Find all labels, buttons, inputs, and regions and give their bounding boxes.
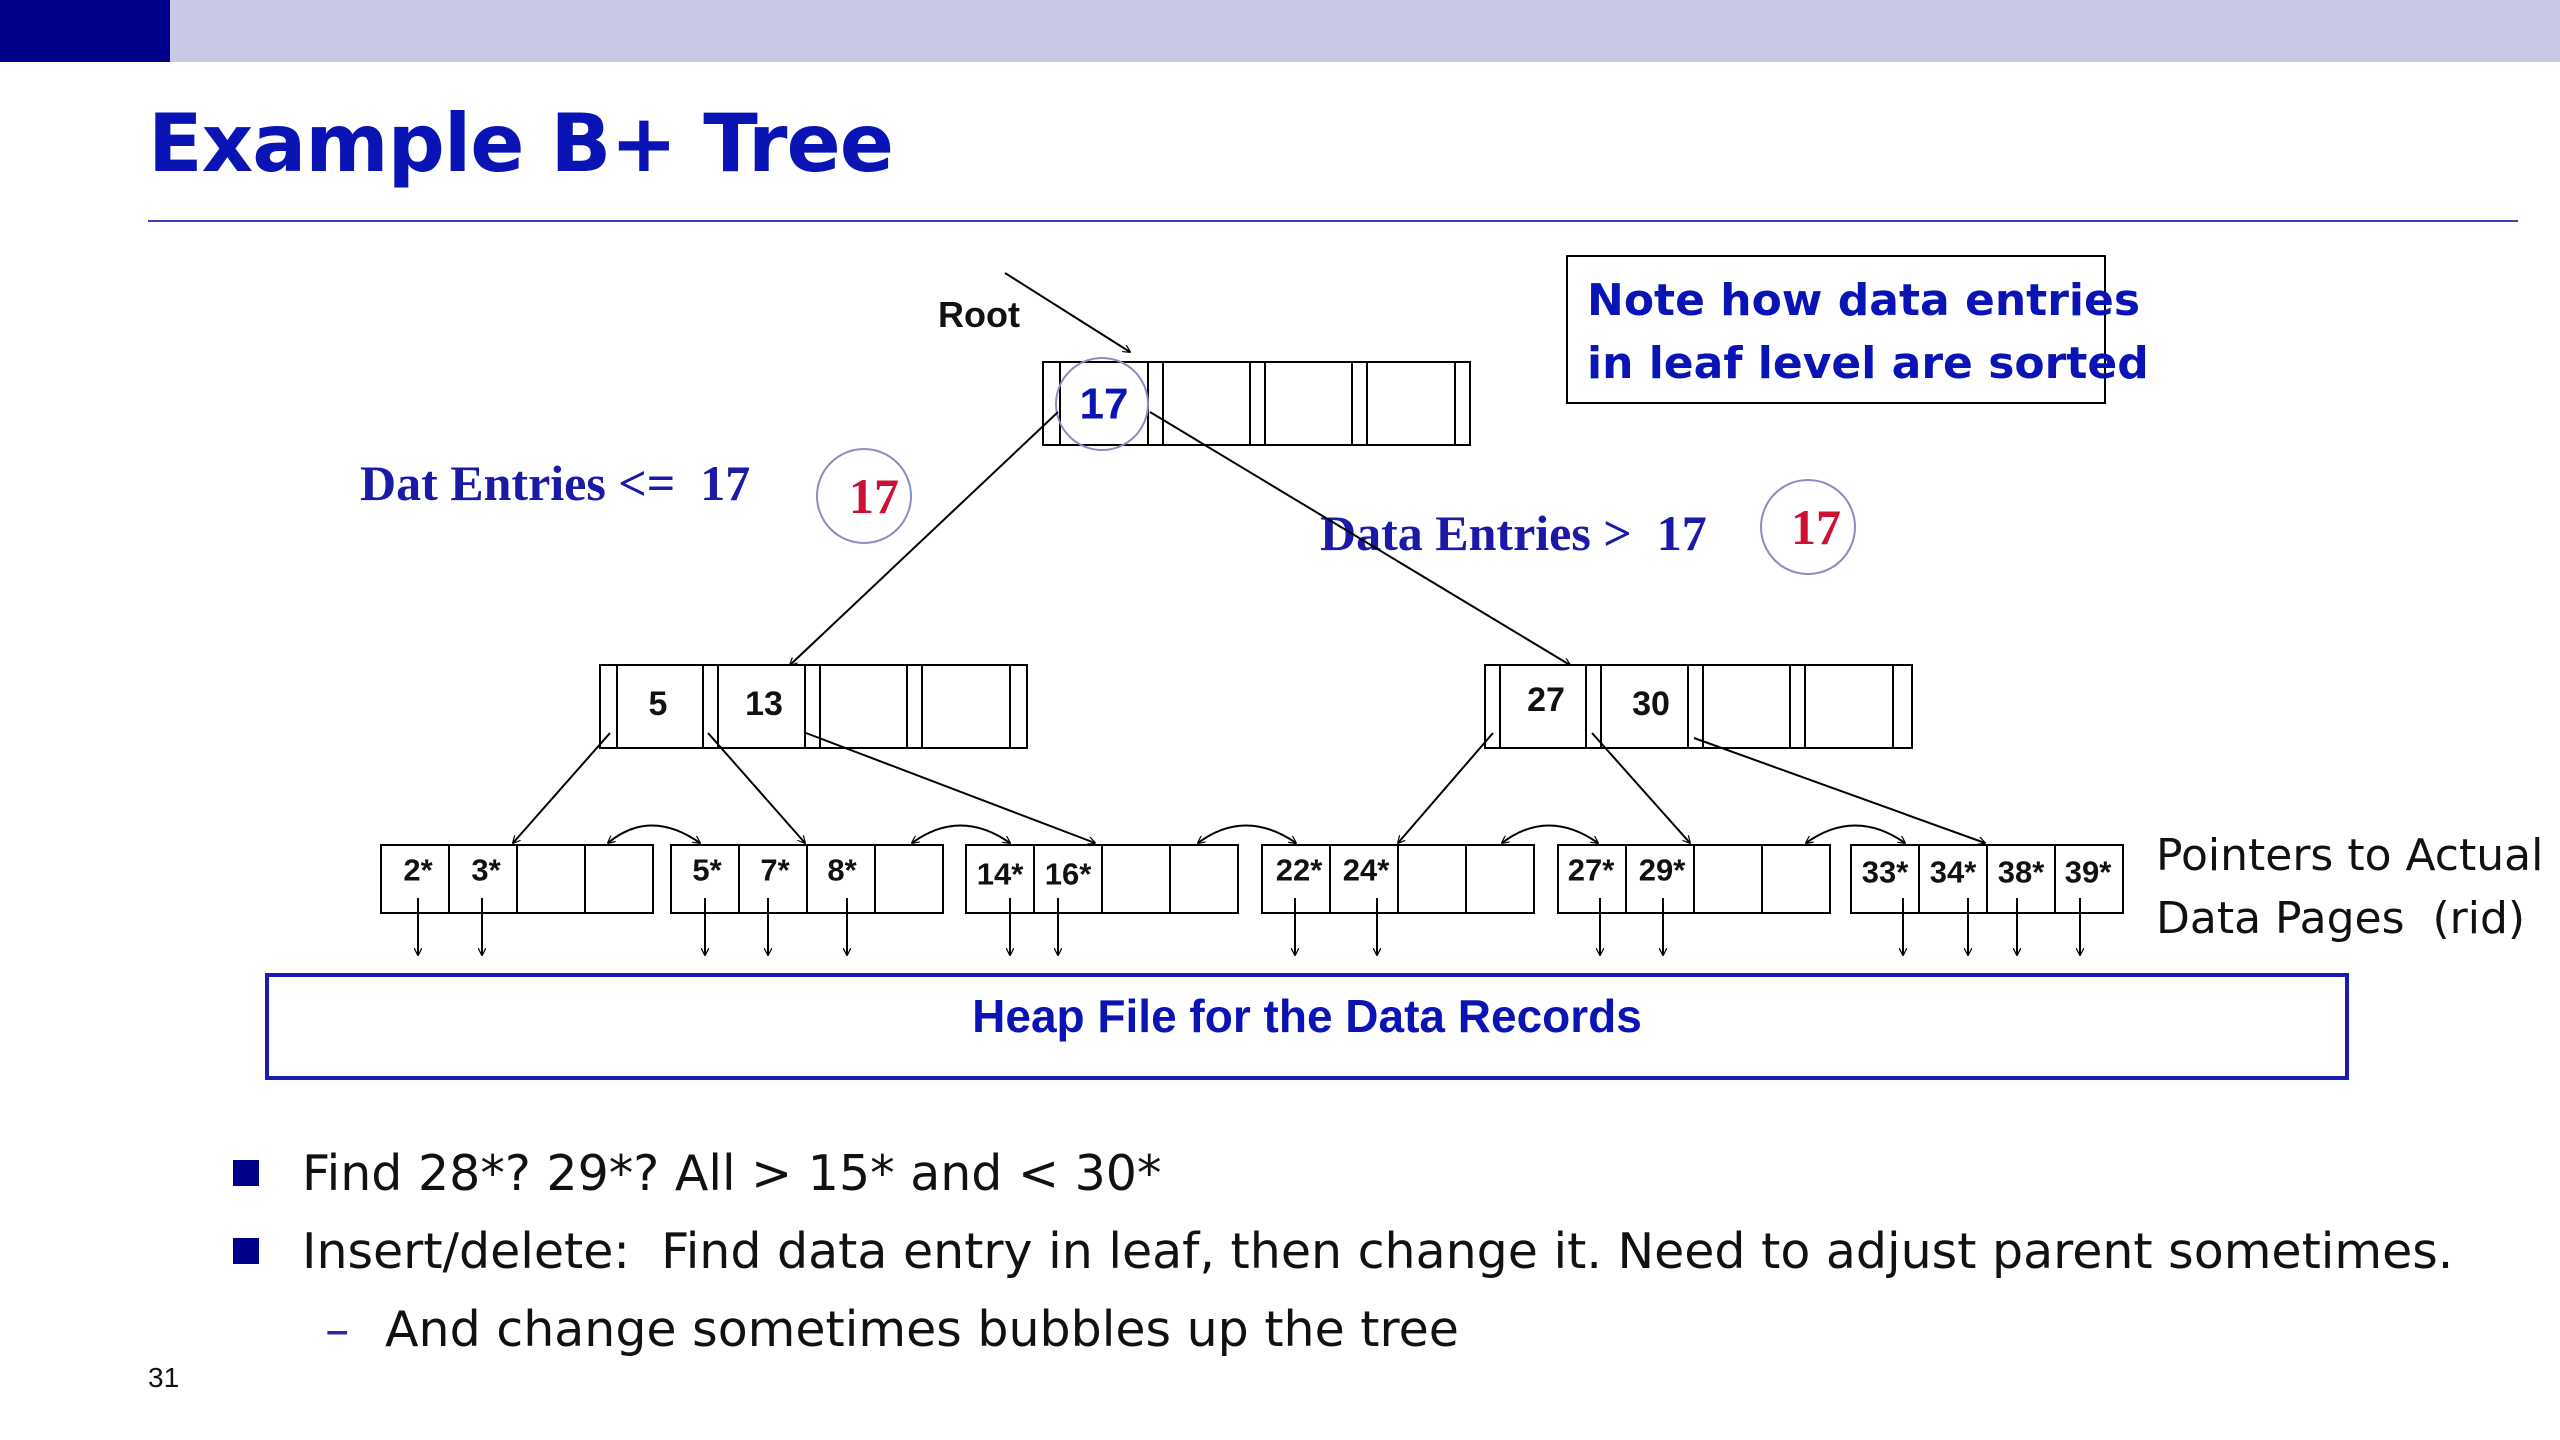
- root-key-highlight: [1055, 357, 1149, 451]
- leaf-entry: 3*: [471, 853, 501, 888]
- right-circle-key: 17: [1791, 499, 1841, 555]
- leaf-node-2: 5* 7* 8*: [670, 844, 944, 914]
- left-subtree-label: Dat Entries <= 17: [360, 455, 750, 511]
- subbullet-item: – And change sometimes bubbles up the tr…: [230, 1291, 2453, 1369]
- heap-file-box: Heap File for the Data Records: [265, 973, 2349, 1080]
- note-line-2: in leaf level are sorted: [1587, 338, 2149, 389]
- leaf-entry: 33*: [1862, 855, 1909, 890]
- sibling-link: [608, 824, 700, 844]
- leaf-node-3: 14* 16*: [965, 844, 1239, 914]
- pointers-label-1: Pointers to Actual: [2156, 830, 2543, 881]
- pointer-to-leaf-3: [805, 732, 1095, 843]
- sibling-link: [1198, 824, 1296, 844]
- sibling-link: [1502, 824, 1598, 844]
- leaf-entry: 38*: [1998, 855, 2045, 890]
- root-right-pointer: [1149, 411, 1570, 665]
- root-key: 17: [1080, 380, 1129, 429]
- pointer-to-leaf-6: [1693, 737, 1985, 843]
- internal-node-left: 5 13: [599, 664, 1028, 749]
- bullet-text: Find 28*? 29*? All > 15* and < 30*: [302, 1145, 1162, 1202]
- left-key-circle: [816, 448, 912, 544]
- leaf-entry: 34*: [1930, 855, 1977, 890]
- leaf-entry: 24*: [1343, 853, 1390, 888]
- left-circle-key: 17: [849, 468, 899, 524]
- leaf-node-6: 33* 34* 38* 39*: [1850, 844, 2124, 914]
- internal-left-key-2: 13: [745, 685, 783, 723]
- leaf-entry: 7*: [760, 853, 790, 888]
- heap-file-label: Heap File for the Data Records: [972, 990, 1642, 1042]
- pointer-to-leaf-4: [1398, 732, 1494, 843]
- internal-node-right: 27 30: [1484, 664, 1913, 749]
- leaf-entry: 27*: [1568, 853, 1615, 888]
- leaf-entry: 5*: [692, 853, 722, 888]
- bullet-text: Insert/delete: Find data entry in leaf, …: [302, 1223, 2454, 1280]
- leaf-entry: 14*: [977, 857, 1024, 892]
- slide-title: Example B+ Tree: [148, 97, 894, 190]
- leaf-node-4: 22* 24*: [1261, 844, 1535, 914]
- header-bar-accent: [0, 0, 170, 62]
- bullet-item: Insert/delete: Find data entry in leaf, …: [230, 1213, 2453, 1291]
- leaf-entry: 16*: [1045, 857, 1092, 892]
- sibling-link: [912, 824, 1010, 844]
- note-box: Note how data entries in leaf level are …: [1566, 255, 2149, 404]
- square-bullet-icon: [233, 1160, 259, 1186]
- root-left-pointer: [790, 411, 1059, 665]
- square-bullet-icon: [233, 1238, 259, 1264]
- page-number: 31: [148, 1362, 180, 1393]
- sibling-link: [1806, 824, 1905, 844]
- dash-bullet-icon: –: [325, 1301, 350, 1358]
- leaf-entry: 8*: [827, 853, 857, 888]
- pointer-to-leaf-1: [513, 732, 611, 843]
- note-line-1: Note how data entries: [1587, 275, 2140, 326]
- root-label: Root: [938, 294, 1020, 335]
- pointers-label-2: Data Pages (rid): [2156, 893, 2525, 944]
- bullet-item: Find 28*? 29*? All > 15* and < 30*: [230, 1135, 2453, 1213]
- pointer-to-leaf-5: [1591, 732, 1690, 843]
- pointer-to-leaf-2: [707, 732, 805, 843]
- root-arrow: [1004, 272, 1130, 352]
- leaf-entry: 2*: [403, 853, 433, 888]
- root-node: 17: [1042, 357, 1471, 451]
- leaf-entry: 39*: [2065, 855, 2112, 890]
- header-bar: [170, 0, 2560, 62]
- right-subtree-label: Data Entries > 17: [1320, 505, 1707, 561]
- leaf-node-1: 2* 3*: [380, 844, 654, 914]
- internal-right-key-2: 30: [1632, 685, 1670, 723]
- right-key-circle: [1760, 479, 1856, 575]
- leaf-entry: 29*: [1639, 853, 1686, 888]
- internal-right-key-1: 27: [1527, 681, 1565, 719]
- leaf-node-5: 27* 29*: [1557, 844, 1831, 914]
- internal-left-key-1: 5: [649, 685, 668, 723]
- leaf-entry: 22*: [1276, 853, 1323, 888]
- subbullet-text: And change sometimes bubbles up the tree: [385, 1301, 1459, 1358]
- title-underline: [148, 220, 2518, 222]
- record-pointers: [418, 898, 2080, 955]
- bullet-list: Find 28*? 29*? All > 15* and < 30* Inser…: [230, 1135, 2453, 1369]
